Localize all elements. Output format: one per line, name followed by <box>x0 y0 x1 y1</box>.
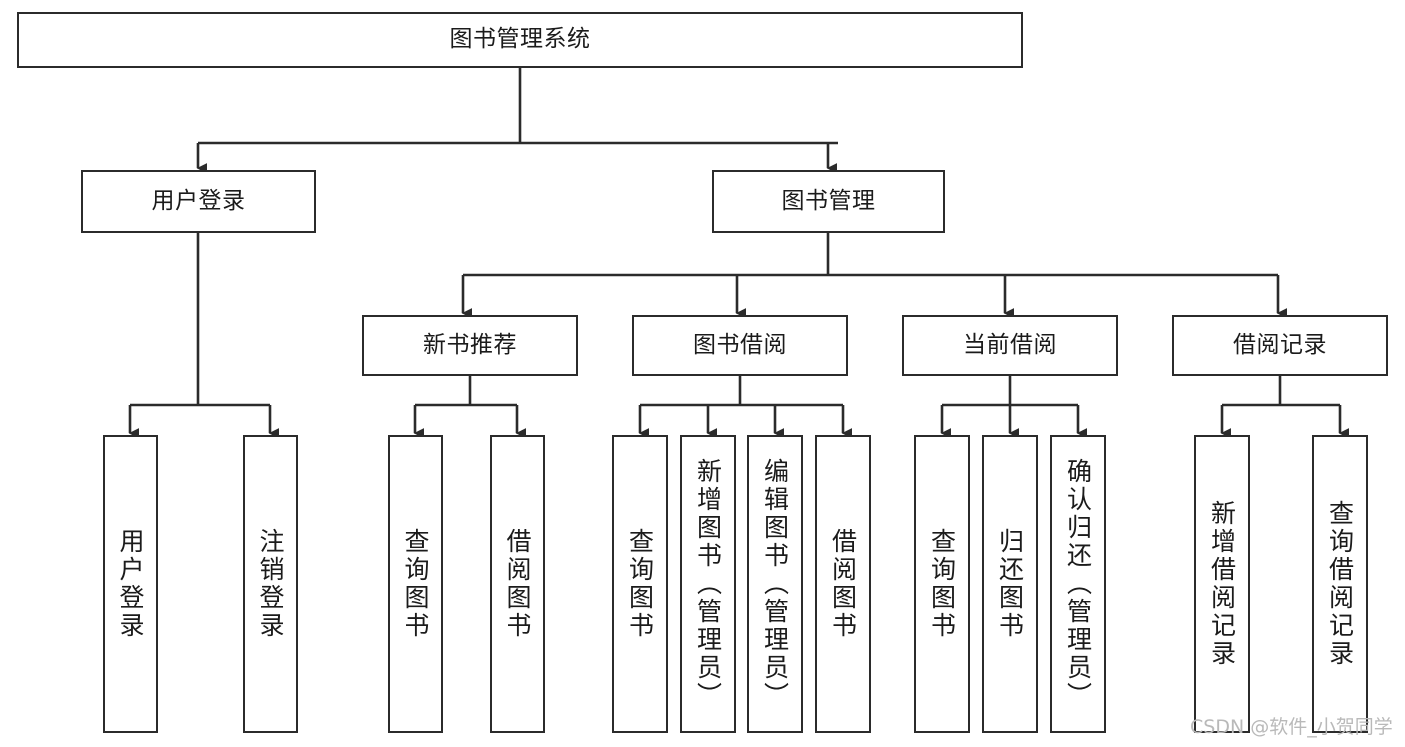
node-label: 借阅记录 <box>1233 331 1327 358</box>
node-leaf-query-book-recommend[interactable]: 查询图书 <box>388 435 443 733</box>
node-new-book-recommend[interactable]: 新书推荐 <box>362 315 578 376</box>
node-label: 借阅图书 <box>503 528 532 640</box>
node-label: 新增图书（管理员） <box>693 458 723 710</box>
node-label: 查询图书 <box>927 528 957 640</box>
node-label: 用户登录 <box>151 187 246 214</box>
node-leaf-user-login[interactable]: 用户登录 <box>103 435 158 733</box>
node-book-manage[interactable]: 图书管理 <box>712 170 945 233</box>
node-leaf-edit-book-admin[interactable]: 编辑图书（管理员） <box>747 435 803 733</box>
node-label: 确认归还（管理员） <box>1063 458 1093 710</box>
node-leaf-return-book[interactable]: 归还图书 <box>982 435 1038 733</box>
node-leaf-borrow-book-borrow[interactable]: 借阅图书 <box>815 435 871 733</box>
node-label: 当前借阅 <box>963 331 1057 358</box>
node-label: 查询图书 <box>401 528 430 640</box>
node-label: 新书推荐 <box>423 331 517 358</box>
node-leaf-query-borrow-record[interactable]: 查询借阅记录 <box>1312 435 1368 733</box>
node-label: 查询图书 <box>625 528 655 640</box>
node-user-login[interactable]: 用户登录 <box>81 170 316 233</box>
node-leaf-add-book-admin[interactable]: 新增图书（管理员） <box>680 435 736 733</box>
node-borrow-record[interactable]: 借阅记录 <box>1172 315 1388 376</box>
node-leaf-borrow-book-recommend[interactable]: 借阅图书 <box>490 435 545 733</box>
node-label: 新增借阅记录 <box>1207 500 1237 668</box>
node-current-borrow[interactable]: 当前借阅 <box>902 315 1118 376</box>
node-leaf-query-book-current[interactable]: 查询图书 <box>914 435 970 733</box>
node-label: 注销登录 <box>256 528 285 640</box>
node-label: 编辑图书（管理员） <box>760 458 790 710</box>
node-label: 借阅图书 <box>828 528 858 640</box>
csdn-watermark: CSDN @软件_小贺同学 <box>1190 716 1393 738</box>
node-root-system[interactable]: 图书管理系统 <box>17 12 1023 68</box>
node-book-borrow[interactable]: 图书借阅 <box>632 315 848 376</box>
node-label: 归还图书 <box>995 528 1025 640</box>
node-leaf-logout-login[interactable]: 注销登录 <box>243 435 298 733</box>
node-label: 用户登录 <box>116 528 145 640</box>
node-label: 图书借阅 <box>693 331 787 358</box>
node-label: 图书管理 <box>781 187 876 214</box>
node-leaf-add-borrow-record[interactable]: 新增借阅记录 <box>1194 435 1250 733</box>
node-label: 图书管理系统 <box>449 26 591 53</box>
node-leaf-confirm-return-admin[interactable]: 确认归还（管理员） <box>1050 435 1106 733</box>
node-leaf-query-book-borrow[interactable]: 查询图书 <box>612 435 668 733</box>
node-label: 查询借阅记录 <box>1325 500 1355 668</box>
